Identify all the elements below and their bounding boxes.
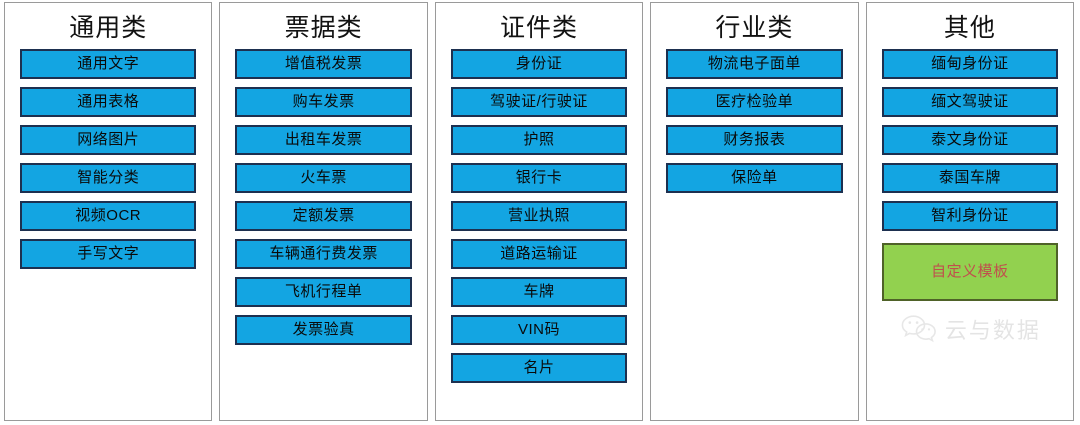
watermark-text: 云与数据: [944, 317, 1041, 343]
list-item[interactable]: 增值税发票: [235, 49, 412, 79]
list-item[interactable]: 缅甸身份证: [881, 49, 1059, 79]
category-card-invoices: 票据类 增值税发票 购车发票 出租车发票 火车票 定额发票 车辆通行费发票 飞机…: [219, 2, 428, 421]
list-item[interactable]: 泰国车牌: [881, 163, 1059, 193]
list-item[interactable]: 飞机行程单: [235, 277, 412, 307]
list-item[interactable]: 名片: [450, 353, 628, 383]
list-item[interactable]: 购车发票: [235, 87, 412, 117]
list-item[interactable]: 智利身份证: [881, 201, 1059, 231]
list-item[interactable]: VIN码: [450, 315, 628, 345]
list-item[interactable]: 缅文驾驶证: [881, 87, 1059, 117]
watermark: 云与数据: [882, 313, 1058, 348]
list-item[interactable]: 银行卡: [450, 163, 628, 193]
category-card-other: 其他 缅甸身份证 缅文驾驶证 泰文身份证 泰国车牌 智利身份证 自定义模板: [865, 2, 1075, 421]
list-item[interactable]: 驾驶证/行驶证: [450, 87, 628, 117]
list-item[interactable]: 通用表格: [20, 87, 197, 117]
list-item[interactable]: 视频OCR: [20, 201, 197, 231]
item-list: 通用文字 通用表格 网络图片 智能分类 视频OCR 手写文字: [20, 49, 197, 269]
list-item[interactable]: 定额发票: [235, 201, 412, 231]
category-card-industry: 行业类 物流电子面单 医疗检验单 财务报表 保险单: [650, 2, 859, 421]
list-item[interactable]: 保险单: [666, 163, 843, 193]
list-item[interactable]: 身份证: [450, 49, 628, 79]
list-item[interactable]: 道路运输证: [450, 239, 628, 269]
list-item[interactable]: 物流电子面单: [666, 49, 843, 79]
list-item[interactable]: 泰文身份证: [881, 125, 1059, 155]
wechat-icon: [899, 313, 939, 348]
card-title: 证件类: [500, 14, 579, 42]
list-item[interactable]: 车辆通行费发票: [235, 239, 412, 269]
list-item[interactable]: 车牌: [450, 277, 628, 307]
item-list: 物流电子面单 医疗检验单 财务报表 保险单: [666, 49, 843, 193]
list-item[interactable]: 手写文字: [20, 239, 197, 269]
list-item[interactable]: 营业执照: [450, 201, 628, 231]
custom-template-button[interactable]: 自定义模板: [881, 243, 1059, 301]
item-list: 身份证 驾驶证/行驶证 护照 银行卡 营业执照 道路运输证 车牌 VIN码 名片: [450, 49, 628, 383]
card-title: 其他: [943, 14, 996, 42]
list-item[interactable]: 财务报表: [666, 125, 843, 155]
list-item[interactable]: 通用文字: [20, 49, 197, 79]
item-list: 增值税发票 购车发票 出租车发票 火车票 定额发票 车辆通行费发票 飞机行程单 …: [235, 49, 412, 345]
list-item[interactable]: 发票验真: [235, 315, 412, 345]
card-title: 通用类: [69, 14, 148, 42]
list-item[interactable]: 智能分类: [20, 163, 197, 193]
list-item[interactable]: 网络图片: [20, 125, 197, 155]
list-item[interactable]: 医疗检验单: [666, 87, 843, 117]
item-list: 缅甸身份证 缅文驾驶证 泰文身份证 泰国车牌 智利身份证 自定义模板: [881, 49, 1059, 301]
category-card-general: 通用类 通用文字 通用表格 网络图片 智能分类 视频OCR 手写文字: [4, 2, 213, 421]
list-item[interactable]: 出租车发票: [235, 125, 412, 155]
list-item[interactable]: 护照: [450, 125, 628, 155]
card-title: 行业类: [715, 14, 794, 42]
list-item[interactable]: 火车票: [235, 163, 412, 193]
category-card-documents: 证件类 身份证 驾驶证/行驶证 护照 银行卡 营业执照 道路运输证 车牌 VIN…: [434, 2, 644, 421]
card-title: 票据类: [284, 14, 363, 42]
